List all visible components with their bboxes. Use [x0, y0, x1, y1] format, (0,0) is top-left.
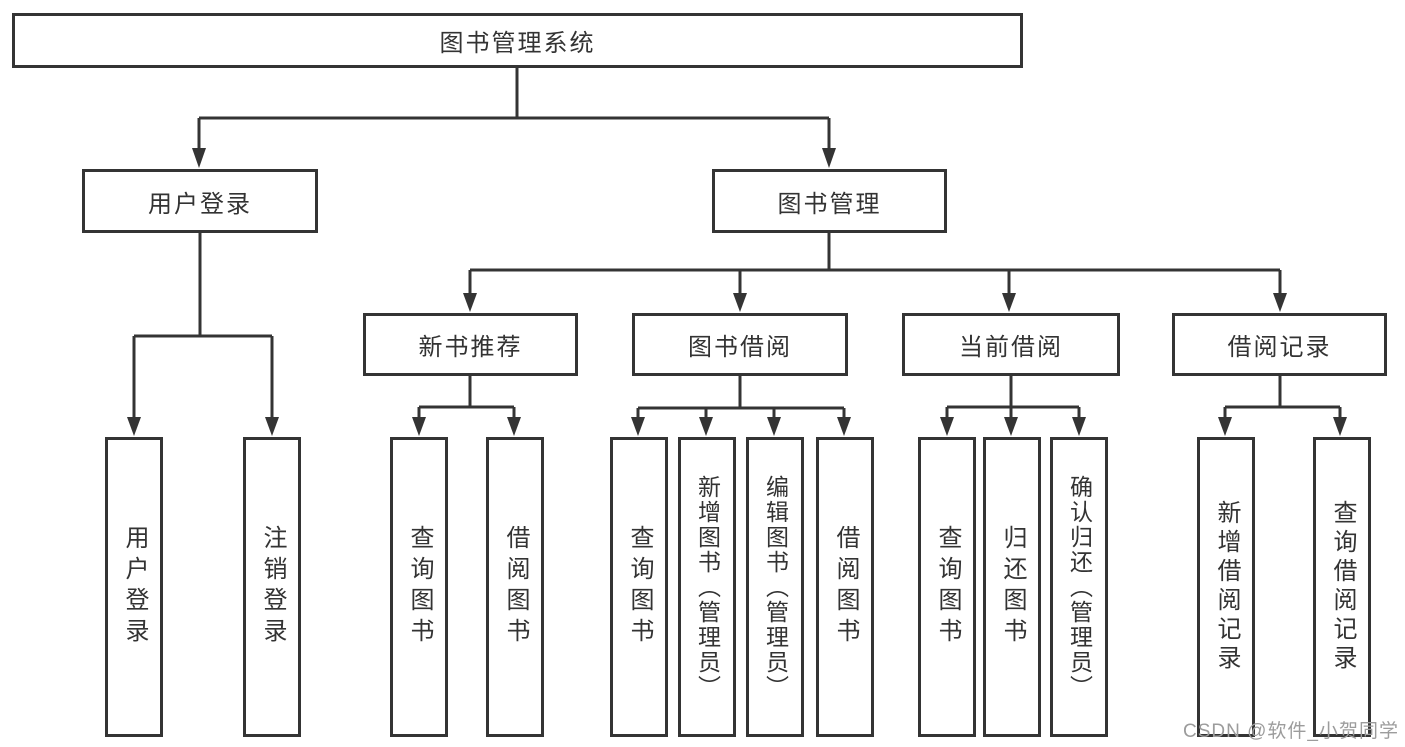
leaf-label-add-books-admin: 新增图书（管理员） [694, 474, 721, 700]
node-label-user-login: 用户登录 [148, 190, 252, 218]
leaf-label-confirm-return-admin: 确认归还（管理员） [1066, 474, 1093, 700]
leaf-query-books-current: 查询图书 [918, 437, 976, 737]
leaf-add-borrow-record: 新增借阅记录 [1197, 437, 1255, 737]
leaf-label-edit-books-admin: 编辑图书（管理员） [762, 474, 789, 700]
leaf-label-add-borrow-record: 新增借阅记录 [1213, 500, 1240, 674]
leaf-label-logout: 注销登录 [259, 525, 286, 649]
leaf-label-query-books-borrowing: 查询图书 [626, 525, 653, 649]
leaf-return-books: 归还图书 [983, 437, 1041, 737]
node-label-root: 图书管理系统 [439, 30, 596, 57]
node-label-book-management: 图书管理 [777, 190, 882, 218]
node-label-borrowing-records: 借阅记录 [1227, 334, 1332, 361]
leaf-label-query-books-recommendation: 查询图书 [406, 525, 433, 649]
node-new-book-recommendation: 新书推荐 [363, 313, 578, 376]
arrowheads [127, 148, 1347, 436]
leaf-label-return-books: 归还图书 [999, 525, 1026, 649]
csdn-watermark: CSDN @软件_小贺同学 [1183, 721, 1399, 742]
leaf-borrow-books-borrowing: 借阅图书 [816, 437, 874, 737]
leaf-query-borrow-record: 查询借阅记录 [1313, 437, 1371, 737]
leaf-label-query-books-current: 查询图书 [934, 525, 961, 649]
node-book-borrowing: 图书借阅 [632, 313, 848, 376]
node-current-borrowing: 当前借阅 [902, 313, 1120, 376]
node-user-login: 用户登录 [82, 169, 318, 233]
leaf-confirm-return-admin: 确认归还（管理员） [1050, 437, 1108, 737]
leaf-edit-books-admin: 编辑图书（管理员） [746, 437, 804, 737]
leaf-label-query-borrow-record: 查询借阅记录 [1329, 500, 1356, 674]
edge-current-to-leaves [945, 376, 1081, 419]
edge-bookmgmt-to-level3 [468, 233, 1282, 295]
edge-borrow-to-leaves [636, 376, 846, 419]
leaf-query-books-borrowing: 查询图书 [610, 437, 668, 737]
leaf-label-borrow-books-recommendation: 借阅图书 [502, 525, 529, 649]
edge-newrec-to-leaves [417, 376, 516, 419]
edge-root-to-level2 [197, 68, 831, 150]
node-borrowing-records: 借阅记录 [1172, 313, 1387, 376]
node-library-management-system: 图书管理系统 [12, 13, 1023, 68]
node-label-book-borrowing: 图书借阅 [688, 334, 792, 361]
node-label-current-borrowing: 当前借阅 [959, 334, 1063, 361]
node-book-management: 图书管理 [712, 169, 947, 233]
leaf-borrow-books-recommendation: 借阅图书 [486, 437, 544, 737]
leaf-user-login: 用户登录 [105, 437, 163, 737]
leaf-add-books-admin: 新增图书（管理员） [678, 437, 736, 737]
node-label-new-book-recommendation: 新书推荐 [418, 334, 523, 361]
edge-userlogin-to-leaves [132, 233, 274, 419]
leaf-query-books-recommendation: 查询图书 [390, 437, 448, 737]
leaf-label-user-login: 用户登录 [121, 525, 148, 649]
leaf-logout: 注销登录 [243, 437, 301, 737]
leaf-label-borrow-books-borrowing: 借阅图书 [832, 525, 859, 649]
edge-records-to-leaves [1223, 376, 1342, 419]
